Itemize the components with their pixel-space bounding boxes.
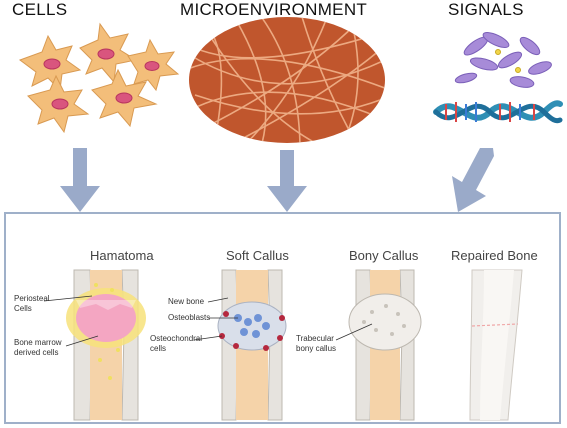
label-periosteal-line2: Cells — [14, 304, 32, 313]
label-marrow-line2: derived cells — [14, 348, 59, 357]
cell — [18, 34, 82, 92]
label-trabecular-line2: bony callus — [296, 344, 337, 353]
label-new-bone: New bone — [168, 297, 205, 306]
dna-icon — [433, 100, 563, 124]
label-periosteal-cells: Periosteal Cells — [14, 294, 50, 314]
label-bone-marrow-cells: Bone marrow derived cells — [14, 338, 62, 358]
cell — [79, 22, 138, 84]
arrow-down-icon — [60, 148, 100, 212]
label-osteochondral-line1: Osteochondral — [150, 334, 203, 343]
protein-icon — [454, 32, 552, 88]
repaired-bone — [469, 269, 523, 421]
cell — [27, 74, 90, 134]
soft-callus-bone — [217, 269, 287, 421]
label-osteochondral-line2: cells — [150, 344, 167, 353]
label-osteochondral-cells: Osteochondral cells — [150, 334, 202, 354]
bony-callus-bone — [348, 269, 422, 421]
arrow-down-icon — [452, 148, 494, 212]
microenvironment-heading: MICROENVIRONMENT — [180, 0, 368, 19]
arrow-down-icon — [267, 150, 307, 212]
cells-illustration — [18, 22, 180, 134]
label-trabecular-bony-callus: Trabecular bony callus — [296, 334, 336, 354]
signals-heading: SIGNALS — [448, 0, 524, 19]
label-osteoblasts: Osteoblasts — [168, 313, 211, 322]
arrows — [60, 148, 494, 212]
signals-illustration — [433, 32, 563, 124]
stage-title-bony-callus: Bony Callus — [349, 248, 419, 263]
stage-title-repaired-bone: Repaired Bone — [451, 248, 538, 263]
label-trabecular-line1: Trabecular — [296, 334, 334, 343]
cells-heading: CELLS — [12, 0, 68, 19]
hematoma-bone — [66, 269, 146, 421]
cell — [127, 38, 180, 92]
cell — [91, 68, 158, 128]
label-periosteal-line1: Periosteal — [14, 294, 50, 303]
stage-title-soft-callus: Soft Callus — [226, 248, 289, 263]
label-marrow-line1: Bone marrow — [14, 338, 62, 347]
stage-title-hematoma: Hamatoma — [90, 248, 154, 263]
